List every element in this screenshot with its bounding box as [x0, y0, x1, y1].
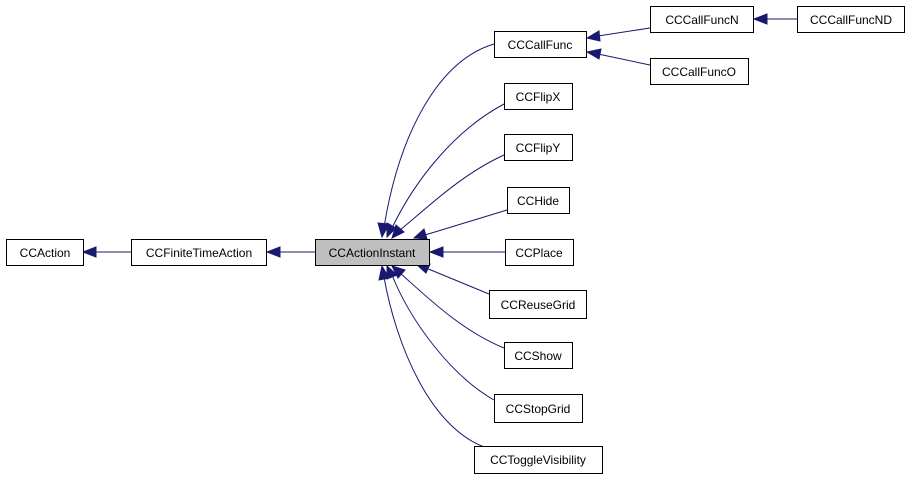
node-label: CCAction	[20, 246, 71, 260]
edge-ccactioninstant-to-ccfinitetimeaction	[265, 246, 315, 258]
edge-cccallfunc-to-ccactioninstant	[377, 43, 495, 239]
node-label: CCStopGrid	[506, 402, 571, 416]
node-cctogglevisibility[interactable]: CCToggleVisibility	[474, 446, 603, 474]
node-ccflipx[interactable]: CCFlipX	[504, 83, 573, 110]
edge-ccplace-to-ccactioninstant	[428, 246, 505, 258]
node-cccallfuncn[interactable]: CCCallFuncN	[650, 6, 754, 33]
edge-ccflipy-to-ccactioninstant	[391, 154, 505, 239]
edges	[81, 13, 797, 451]
node-label: CCActionInstant	[329, 246, 416, 260]
edge-ccflipx-to-ccactioninstant	[386, 103, 505, 239]
node-label: CCReuseGrid	[501, 298, 576, 312]
node-label: CCHide	[517, 194, 559, 208]
node-cccallfunc[interactable]: CCCallFunc	[494, 31, 587, 58]
edge-ccfinitetimeaction-to-ccaction	[81, 246, 131, 258]
edge-cchide-to-ccactioninstant	[412, 209, 508, 240]
node-cccallfunco[interactable]: CCCallFuncO	[650, 58, 749, 85]
node-ccactioninstant[interactable]: CCActionInstant	[315, 239, 430, 266]
node-label: CCCallFunc	[508, 38, 573, 52]
node-label: CCFiniteTimeAction	[146, 246, 252, 260]
node-ccplace[interactable]: CCPlace	[505, 239, 574, 266]
node-ccfinitetimeaction[interactable]: CCFiniteTimeAction	[131, 239, 267, 266]
node-cchide[interactable]: CCHide	[507, 187, 570, 214]
node-label: CCShow	[514, 349, 562, 363]
edge-ccstopgrid-to-ccactioninstant	[386, 264, 495, 401]
edge-cccallfuncn-to-cccallfunc	[585, 27, 651, 42]
node-ccshow[interactable]: CCShow	[504, 342, 573, 369]
node-cccallfuncnd[interactable]: CCCallFuncND	[797, 6, 905, 33]
node-label: CCCallFuncND	[810, 13, 892, 27]
node-label: CCFlipX	[516, 90, 561, 104]
nodes: CCAction CCFiniteTimeAction CCActionInst…	[6, 6, 905, 474]
edge-cccallfuncnd-to-cccallfuncn	[752, 13, 797, 25]
edge-cctogglevisibility-to-ccactioninstant	[378, 264, 495, 451]
node-label: CCFlipY	[516, 141, 561, 155]
edge-ccshow-to-ccactioninstant	[391, 265, 505, 349]
node-label: CCCallFuncN	[665, 13, 738, 27]
node-ccreusegrid[interactable]: CCReuseGrid	[489, 290, 587, 319]
node-ccstopgrid[interactable]: CCStopGrid	[494, 394, 583, 423]
node-label: CCCallFuncO	[662, 65, 736, 79]
node-ccflipy[interactable]: CCFlipY	[504, 134, 573, 161]
node-ccaction[interactable]: CCAction	[6, 239, 84, 266]
node-label: CCPlace	[515, 246, 563, 260]
node-label: CCToggleVisibility	[490, 453, 586, 467]
edge-ccreusegrid-to-ccactioninstant	[414, 263, 490, 295]
edge-cccallfunco-to-cccallfunc	[585, 48, 651, 66]
